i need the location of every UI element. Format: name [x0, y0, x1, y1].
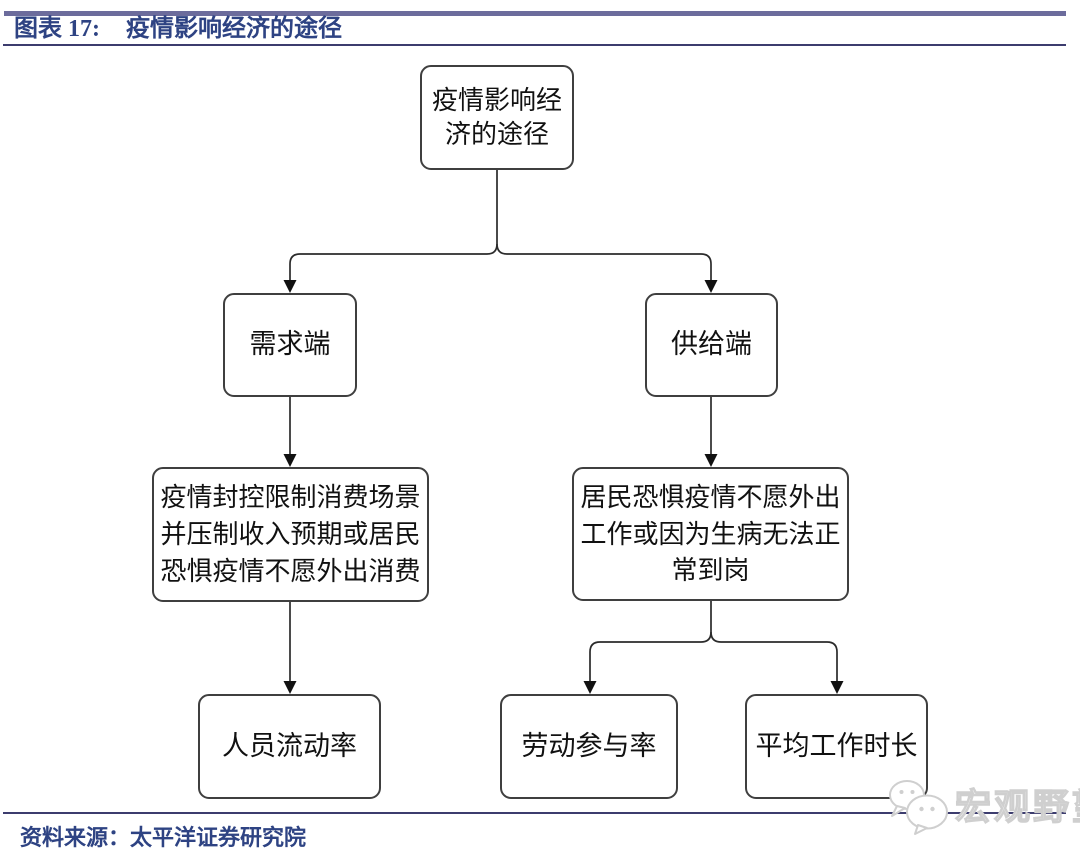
arrowhead [704, 280, 718, 293]
node-supply-side: 供给端 [645, 293, 778, 397]
edge-root-demand [289, 170, 498, 281]
edge-root-supply [496, 243, 712, 281]
wechat-watermark: 宏观野望 [885, 770, 1080, 838]
arrowhead [583, 681, 597, 694]
arrowhead [830, 681, 844, 694]
figure-title-text: 疫情影响经济的途径 [126, 16, 342, 42]
figure-label: 图表 17: [14, 16, 100, 42]
source-line: 资料来源：太平洋证券研究院 [20, 820, 306, 851]
watermark-text: 宏观野望 [954, 786, 1080, 827]
node-supply-label: 供给端 [671, 329, 752, 360]
node-root-label: 疫情影响经济的途径 [431, 84, 562, 149]
arrowhead [283, 681, 297, 694]
node-demand-side: 需求端 [223, 293, 357, 397]
node-participation-label: 劳动参与率 [521, 730, 657, 761]
node-average-working-hours: 平均工作时长 [745, 694, 928, 799]
node-hours-label: 平均工作时长 [755, 730, 918, 761]
arrowhead [704, 454, 718, 467]
wechat-bubbles-icon [889, 780, 948, 835]
edge-detail-hours [710, 631, 838, 681]
arrowhead [283, 454, 297, 467]
node-root: 疫情影响经济的途径 [420, 65, 574, 170]
source-label: 资料来源： [20, 825, 131, 850]
node-mobility-label: 人员流动率 [222, 730, 357, 761]
node-supply-detail-label: 居民恐惧疫情不愿外出工作或因为生病无法正常到岗 [580, 481, 841, 586]
node-supply-detail: 居民恐惧疫情不愿外出工作或因为生病无法正常到岗 [572, 467, 849, 601]
node-demand-label: 需求端 [249, 329, 331, 360]
node-demand-detail: 疫情封控限制消费场景并压制收入预期或居民恐惧疫情不愿外出消费 [152, 467, 429, 602]
node-labor-participation: 劳动参与率 [500, 694, 678, 799]
header-rule-thick [4, 11, 1066, 16]
arrowhead [283, 280, 297, 293]
header-rule-thin [3, 44, 1066, 46]
figure-title: 图表 17: 疫情影响经济的途径 [14, 16, 342, 42]
edge-detail-participation [589, 601, 712, 681]
node-personnel-mobility: 人员流动率 [198, 694, 381, 799]
footer-rule [3, 812, 1066, 814]
source-text: 太平洋证券研究院 [130, 825, 307, 850]
node-demand-detail-label: 疫情封控限制消费场景并压制收入预期或居民恐惧疫情不愿外出消费 [160, 482, 421, 586]
